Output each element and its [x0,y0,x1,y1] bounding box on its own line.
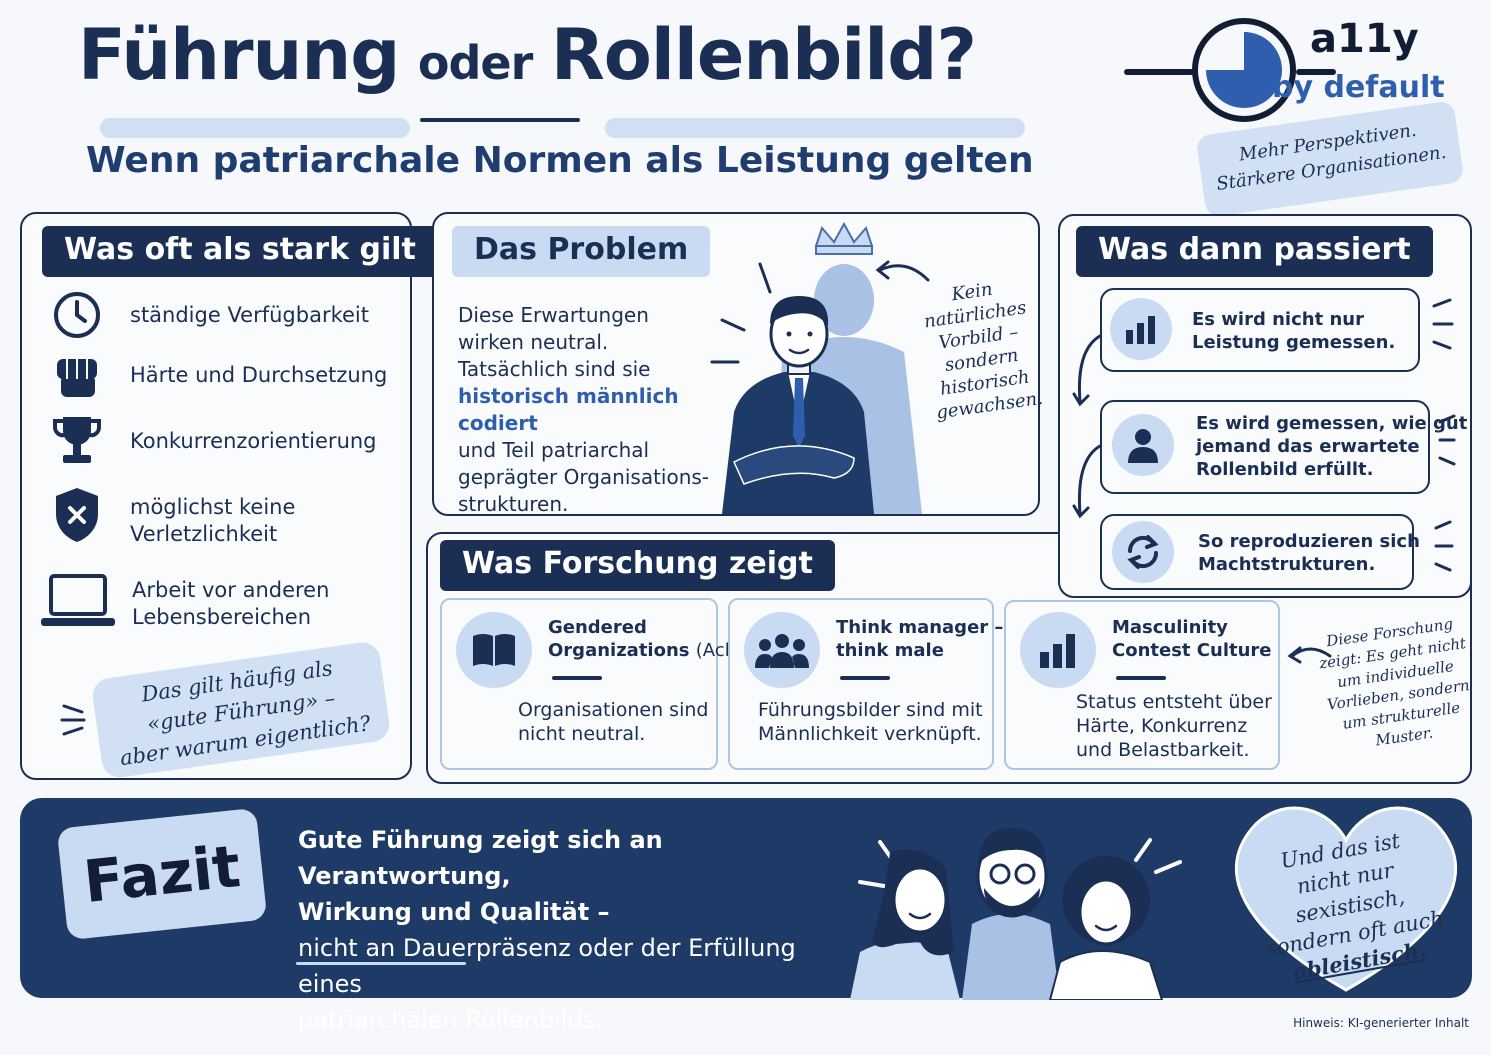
flow-arrow-icon [1072,334,1102,519]
problem-text: Diese Erwartungen wirken neutral. Tatsäc… [458,302,738,518]
consequence-text: Es wird nicht nur Leistung gemessen. [1192,308,1395,354]
strength-item-line: Verletzlichkeit [130,522,278,546]
card-title-line: Organizations [548,640,690,661]
card-body-line: Organisationen sind [518,699,709,721]
consequence-text: Es wird gemessen, wie gut jemand das erw… [1196,412,1467,481]
research-card-body: Organisationen sind nicht neutral. [518,698,708,746]
page-subtitle: Wenn patriarchale Normen als Leistung ge… [86,140,1034,181]
fist-icon [50,350,104,404]
fazit-line: Wirkung und Qualität – [298,898,610,926]
research-card-body: Führungsbilder sind mit Männlichkeit ver… [758,698,983,746]
card-title-line: Think manager – [836,617,1004,638]
consequence-line: Leistung gemessen. [1192,332,1396,353]
consequence-text: So reproduzieren sich Machtstrukturen. [1198,530,1420,576]
laptop-icon [36,572,120,632]
consequence-line: Machtstrukturen. [1198,554,1376,575]
trophy-icon [50,414,104,468]
strength-item: möglichst keine Verletzlichkeit [130,494,295,548]
people-illustration [850,828,1182,1000]
research-side-note: Diese Forschung zeigt: Es geht nicht um … [1314,612,1480,758]
title-highlight [605,118,1025,138]
problem-heading: Das Problem [452,226,711,277]
title-word-fuehrung: Führung [78,14,400,96]
consequence-line: So reproduzieren sich [1198,531,1420,552]
consequence-line: Rollenbild erfüllt. [1196,459,1374,480]
accent-lines-icon [1432,298,1456,572]
logo-circle-icon [1192,18,1296,122]
refresh-icon [1112,521,1174,583]
consequence-line: Es wird gemessen, wie gut [1196,413,1468,434]
strength-item: Arbeit vor anderen Lebensbereichen [132,577,329,631]
title-word-oder: oder [417,36,533,90]
research-card-body: Status entsteht über Härte, Konkurrenz u… [1076,690,1272,762]
title-word-rollenbild: Rollenbild? [550,14,977,96]
problem-annotation: Kein natürliches Vorbild – sondern histo… [919,273,1044,424]
fazit-underline [296,962,466,965]
strength-item: Härte und Durchsetzung [130,363,388,387]
annotation-arrow-icon [875,260,930,282]
card-divider [552,676,602,680]
consequence-line: jemand das erwartete [1196,436,1420,457]
card-title-line: Masculinity [1112,617,1228,638]
research-card-title: Think manager – think male [836,616,1003,662]
logo-brand-sub: by default [1272,70,1445,105]
fazit-line: Gute Führung zeigt sich an Verantwortung… [298,826,663,890]
strength-item-line: möglichst keine [130,495,296,519]
card-divider [840,676,890,680]
card-title-line: Contest Culture [1112,640,1272,661]
research-card-title: Masculinity Contest Culture [1112,616,1272,662]
card-body-line: Härte, Konkurrenz [1076,715,1248,737]
problem-line: strukturen. [458,492,569,516]
card-title-line: think male [836,640,944,661]
card-body-line: und Belastbarkeit. [1076,739,1250,761]
problem-highlight: historisch männlich codiert [458,384,679,435]
strength-item-line: Arbeit vor anderen [132,578,330,602]
fazit-line: patriarchalen Rollenbilds. [298,1006,603,1034]
bar-chart-icon [1110,298,1172,360]
fazit-line: nicht an Dauerpräsenz oder der Erfüllung… [298,934,796,998]
fazit-label: Fazit [56,807,268,941]
research-heading: Was Forschung zeigt [440,540,835,591]
logo: a11y by default [1120,14,1445,126]
group-icon [744,612,820,688]
strength-item: Konkurrenzorientierung [130,429,377,453]
card-body-line: Führungsbilder sind mit [758,699,983,721]
problem-line: Diese Erwartungen [458,303,649,327]
clock-icon [50,288,104,342]
strength-item-line: Lebensbereichen [132,605,312,629]
person-icon [1112,414,1174,476]
problem-line: wirken neutral. [458,330,609,354]
title-underline [420,118,580,122]
side-note-arrow-icon [1287,646,1332,664]
page-title: Führung oder Rollenbild? [78,14,977,96]
heart-icon [1234,806,1458,992]
manager-illustration [710,222,922,514]
problem-line: und Teil patriarchal [458,438,650,462]
fazit-text: Gute Führung zeigt sich an Verantwortung… [298,822,838,1038]
title-highlight [100,118,410,138]
strength-item: ständige Verfügbarkeit [130,303,369,327]
problem-line: geprägter Organisations- [458,465,710,489]
card-title-line: Gendered [548,617,647,638]
book-icon [456,612,532,688]
shield-icon [50,488,104,542]
logo-brand: a11y [1310,16,1419,62]
footnote: Hinweis: KI-generierter Inhalt [1293,1016,1469,1030]
consequence-line: Es wird nicht nur [1192,309,1364,330]
problem-line: Tatsächlich sind sie [458,357,651,381]
note-accent-icon [60,704,86,736]
card-divider [1116,676,1166,680]
bar-chart-icon [1020,612,1096,688]
card-body-line: nicht neutral. [518,723,646,745]
consequence-heading: Was dann passiert [1076,226,1433,277]
logo-line-right [1296,69,1336,75]
strength-heading: Was oft als stark gilt [42,226,438,277]
card-body-line: Männlichkeit verknüpft. [758,723,982,745]
logo-line-left [1124,69,1194,75]
card-body-line: Status entsteht über [1076,691,1272,713]
